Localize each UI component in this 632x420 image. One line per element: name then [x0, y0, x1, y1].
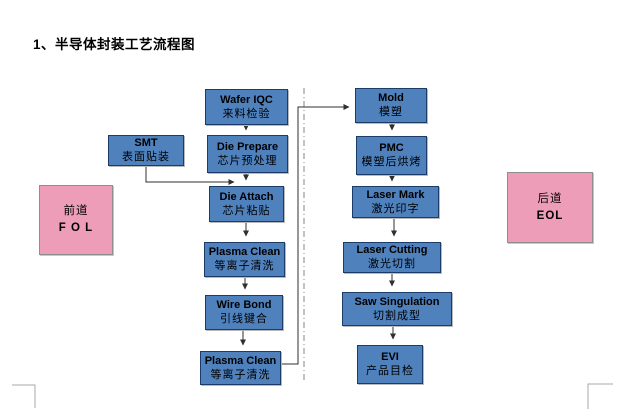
- flow-box-label-zh: 等离子清洗: [210, 368, 271, 381]
- flow-box-label-en: Plasma Clean: [208, 246, 281, 258]
- flow-box-laser-mark: Laser Mark 激光印字: [352, 186, 439, 218]
- stage-label-zh: 后道: [537, 192, 563, 205]
- connector-smt-dieattach: [145, 166, 235, 185]
- flow-box-label-en: Die Prepare: [216, 140, 279, 153]
- flow-box-die-attach: Die Attach 芯片粘贴: [209, 186, 284, 222]
- flow-box-label-zh: 模塑: [379, 106, 403, 118]
- connector-plasmaclean2-mold: [281, 104, 350, 365]
- flow-box-label-zh: 芯片粘贴: [222, 204, 271, 217]
- flow-box-label-en: Saw Singulation: [354, 295, 440, 308]
- stage-label-zh: 前道: [63, 205, 89, 217]
- flow-box-evi: EVI 产品目检: [357, 345, 423, 384]
- flow-box-wafer-iqc: Wafer IQC 来料检验: [205, 89, 288, 125]
- flow-box-label-en: Wafer IQC: [220, 93, 273, 106]
- flow-box-label-zh: 激光切割: [368, 258, 416, 270]
- flow-box-label-zh: 产品目检: [366, 365, 414, 377]
- page-boundary-mark-bottom-right: [587, 383, 613, 409]
- flow-box-smt: SMT 表面贴装: [108, 135, 184, 166]
- flow-box-laser-cutting: Laser Cutting 激光切割: [343, 242, 441, 273]
- flow-box-label-zh: 表面贴装: [122, 151, 170, 163]
- flow-box-label-en: Laser Cutting: [356, 244, 428, 256]
- flow-box-label-zh: 模塑后烘烤: [361, 156, 422, 168]
- stage-label-en: F O L: [58, 222, 94, 234]
- flow-box-label-en: Plasma Clean: [204, 354, 277, 367]
- stage-box-fol: 前道 F O L: [39, 185, 113, 255]
- page-title: 1、半导体封装工艺流程图: [33, 37, 196, 52]
- flow-box-label-zh: 引线键合: [220, 313, 268, 325]
- flow-box-label-en: Wire Bond: [216, 299, 272, 311]
- page-boundary-mark-bottom-left: [12, 384, 36, 408]
- flow-box-wire-bond: Wire Bond 引线键合: [205, 295, 283, 330]
- flow-box-label-en: SMT: [134, 137, 158, 149]
- flow-box-label-zh: 芯片预处理: [217, 154, 278, 167]
- flow-box-label-zh: 来料检验: [222, 107, 271, 120]
- flow-box-pmc: PMC 模塑后烘烤: [356, 136, 427, 175]
- flow-box-label-en: EVI: [381, 351, 399, 363]
- stage-box-eol: 后道 EOL: [507, 172, 593, 243]
- flow-box-label-zh: 等离子清洗: [214, 260, 275, 272]
- stage-label-en: EOL: [536, 209, 564, 222]
- flow-box-plasma-clean-2: Plasma Clean 等离子清洗: [200, 351, 281, 385]
- flow-box-label-en: PMC: [379, 142, 404, 154]
- flow-box-mold: Mold 模塑: [355, 88, 427, 123]
- flow-box-label-zh: 切割成型: [373, 309, 421, 322]
- flow-box-die-prepare: Die Prepare 芯片预处理: [207, 135, 288, 173]
- flow-box-label-zh: 激光印字: [371, 202, 420, 215]
- flow-box-label-en: Mold: [378, 92, 404, 104]
- flow-box-saw-singulation: Saw Singulation 切割成型: [342, 292, 452, 326]
- flow-box-label-en: Die Attach: [219, 190, 274, 203]
- flow-box-plasma-clean-1: Plasma Clean 等离子清洗: [204, 242, 285, 277]
- flow-box-label-en: Laser Mark: [366, 188, 425, 201]
